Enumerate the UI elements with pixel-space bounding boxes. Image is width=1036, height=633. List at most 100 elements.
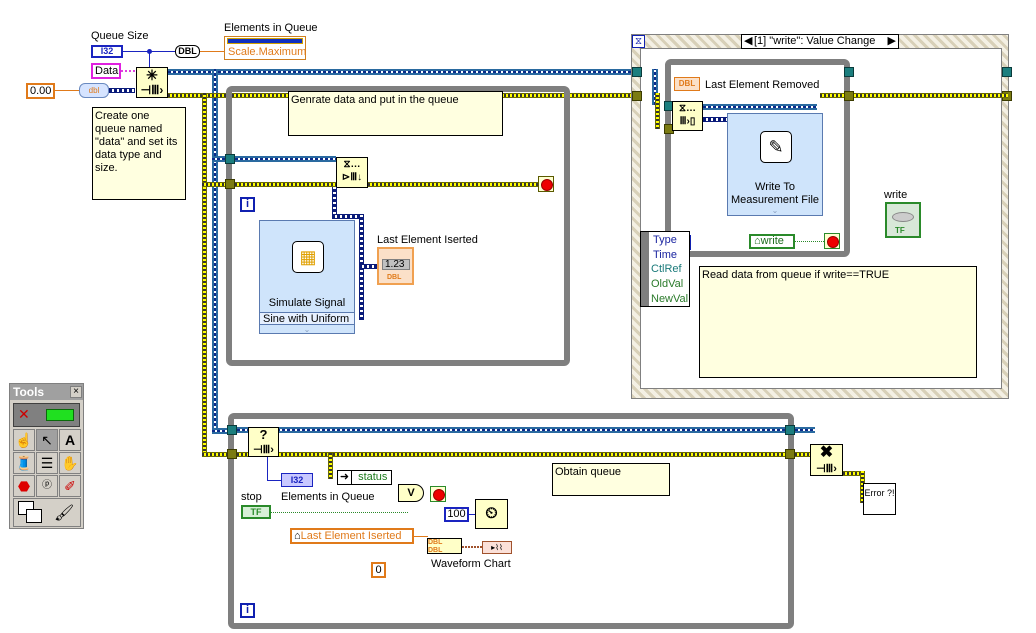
get-color-tool[interactable]: ✐ bbox=[59, 475, 81, 497]
close-icon[interactable]: × bbox=[70, 386, 82, 398]
write-boolean-terminal[interactable]: TF bbox=[885, 202, 921, 238]
data-wire-up bbox=[332, 187, 337, 217]
simulate-signal-icon: ▦ bbox=[292, 241, 324, 273]
event-data-time[interactable]: Time bbox=[653, 249, 678, 261]
event-data-node[interactable]: Type Time CtlRef OldVal NewVal bbox=[640, 231, 690, 307]
write-label: write bbox=[884, 189, 908, 201]
producer-queue-wire bbox=[235, 156, 336, 162]
create-queue-note: Create one queue named "data" and set it… bbox=[92, 107, 186, 200]
connect-wire-tool[interactable]: 🧵 bbox=[13, 452, 35, 474]
bundle-input-2: DBL bbox=[428, 547, 443, 554]
obtain-queue-node[interactable]: ✳⊣Ⅲ› bbox=[136, 67, 168, 98]
edit-text-tool[interactable]: A bbox=[59, 429, 81, 451]
last-inserted-indicator[interactable]: 1.23 DBL bbox=[377, 247, 414, 285]
expand-chevron-icon[interactable]: ⌄ bbox=[771, 206, 779, 215]
waveform-chart-terminal[interactable]: ▸⌇⌇ bbox=[482, 541, 512, 554]
wait-ms-node[interactable]: ⏲ bbox=[475, 499, 508, 529]
operate-value-tool[interactable]: ☝ bbox=[13, 429, 35, 451]
status-error-wire bbox=[328, 453, 333, 479]
get-queue-status-node[interactable]: ?⊣Ⅲ› bbox=[248, 427, 279, 457]
scroll-window-tool[interactable]: ✋ bbox=[59, 452, 81, 474]
event-error-wire-out bbox=[820, 93, 1008, 98]
error-tunnel bbox=[225, 179, 235, 189]
simulate-signal-label: Simulate Signal bbox=[268, 297, 346, 309]
unbundle-arrow-icon: ➜ bbox=[338, 471, 352, 484]
monitor-iteration-terminal: i bbox=[240, 603, 255, 618]
write-type: TF bbox=[895, 226, 905, 235]
producer-while-loop[interactable] bbox=[226, 86, 570, 366]
event-data-oldval[interactable]: OldVal bbox=[651, 278, 684, 290]
producer-stop-terminal[interactable] bbox=[538, 176, 554, 192]
background-color-swatch[interactable] bbox=[26, 509, 42, 523]
stop-button-terminal[interactable]: TF bbox=[241, 505, 271, 519]
event-data-border bbox=[641, 232, 649, 306]
signal-type-ring[interactable]: Sine with Uniform bbox=[260, 312, 354, 325]
consumer-error-tunnel-out bbox=[844, 91, 854, 101]
wait-wire bbox=[469, 514, 475, 515]
monitor-stop-terminal[interactable] bbox=[430, 486, 446, 502]
event-queue-wire-v bbox=[652, 69, 658, 105]
auto-tool-selection[interactable]: ✕ bbox=[13, 403, 80, 427]
selector-label: [1] "write": Value Change bbox=[754, 35, 876, 47]
last-removed-indicator[interactable]: DBL bbox=[674, 77, 700, 91]
init-value-wire bbox=[55, 90, 79, 91]
consumer-stop-terminal[interactable] bbox=[824, 233, 840, 249]
data-wire-h bbox=[332, 214, 362, 219]
queue-name-constant[interactable]: Data bbox=[91, 63, 121, 79]
elements-indicator[interactable]: I32 bbox=[281, 473, 313, 487]
event-data-newval[interactable]: NewVal bbox=[651, 293, 689, 305]
elements-in-queue-monitor-label: Elements in Queue bbox=[281, 491, 375, 503]
position-select-tool[interactable]: ↖ bbox=[36, 429, 58, 451]
timeout-icon: ⧖ bbox=[632, 35, 645, 48]
simple-error-handler-node[interactable]: Error ?! bbox=[863, 483, 896, 515]
probe-data-tool[interactable]: ⓟ bbox=[36, 475, 58, 497]
consumer-queue-tunnel-out bbox=[844, 67, 854, 77]
next-case-icon[interactable]: ▶ bbox=[887, 35, 896, 47]
zero-constant[interactable]: 0 bbox=[371, 562, 386, 578]
set-color-tool[interactable]: 🖌 bbox=[13, 498, 81, 527]
event-data-ctlref[interactable]: CtlRef bbox=[651, 263, 682, 275]
queue-size-label: Queue Size bbox=[91, 30, 149, 42]
elements-wire-v bbox=[267, 457, 268, 481]
producer-note: Genrate data and put in the queue bbox=[288, 91, 503, 136]
data-wire-indicator bbox=[359, 264, 379, 269]
chart-wire bbox=[462, 546, 482, 548]
bundle-node[interactable]: DBL DBL bbox=[427, 538, 462, 554]
unbundle-status-node[interactable]: ➜ status bbox=[337, 470, 392, 485]
event-case-selector[interactable]: ◀ [1] "write": Value Change ▶ bbox=[741, 34, 899, 49]
tools-palette[interactable]: Tools × ✕ ☝ ↖ A 🧵 ☰ ✋ ⬣ ⓟ ✐ 🖌 bbox=[9, 383, 84, 529]
simulate-signal-express-vi[interactable]: ▦ Simulate Signal Sine with Uniform ⌄ bbox=[259, 220, 355, 334]
wait-ms-constant[interactable]: 100 bbox=[444, 507, 469, 522]
prev-case-icon[interactable]: ◀ bbox=[744, 35, 753, 47]
write-measurement-file-express-vi[interactable]: ✎ Write To Measurement File ⌄ bbox=[727, 113, 823, 216]
bundle-cluster-constant[interactable]: dbl bbox=[79, 83, 109, 98]
indicator-value: 1.23 bbox=[382, 259, 410, 270]
dequeue-element-node[interactable]: ⧖…Ⅲ›▯ bbox=[672, 101, 703, 131]
stop-bool-wire bbox=[271, 512, 408, 513]
event-data-type[interactable]: Type bbox=[653, 234, 677, 246]
monitor-error-wire bbox=[237, 452, 785, 457]
to-double-node[interactable]: DBL bbox=[175, 45, 200, 58]
elements-wire-h bbox=[267, 480, 282, 481]
expand-chevron-icon[interactable]: ⌄ bbox=[303, 325, 311, 334]
or-function-node[interactable]: V bbox=[398, 484, 424, 502]
init-value-constant[interactable]: 0.00 bbox=[26, 83, 55, 99]
object-shortcut-menu-tool[interactable]: ☰ bbox=[36, 452, 58, 474]
enqueue-element-node[interactable]: ⧖…⊳Ⅲ↓ bbox=[336, 157, 368, 188]
waveform-chart-label: Waveform Chart bbox=[431, 558, 511, 570]
consumer-while-loop[interactable] bbox=[665, 59, 850, 257]
name-wire bbox=[121, 70, 136, 72]
monitor-while-loop[interactable] bbox=[228, 413, 794, 629]
release-queue-node[interactable]: ✖⊣Ⅲ› bbox=[810, 444, 843, 476]
queue-refnum-wire-main bbox=[168, 69, 638, 75]
event-queue-tunnel-out bbox=[1002, 67, 1012, 77]
last-inserted-local-variable[interactable]: ⌂Last Element Iserted bbox=[290, 528, 414, 544]
write-local-variable[interactable]: ⌂write bbox=[749, 234, 795, 249]
bundle-input-1: DBL bbox=[428, 539, 443, 546]
element-type-wire bbox=[109, 88, 135, 93]
scale-maximum-property-node[interactable]: Scale.Maximum bbox=[224, 36, 306, 60]
queue-size-control[interactable]: I32 bbox=[91, 45, 123, 58]
queue-refnum-wire-consumer bbox=[212, 428, 234, 434]
monitor-queue-tunnel-out bbox=[785, 425, 795, 435]
breakpoint-tool[interactable]: ⬣ bbox=[13, 475, 35, 497]
